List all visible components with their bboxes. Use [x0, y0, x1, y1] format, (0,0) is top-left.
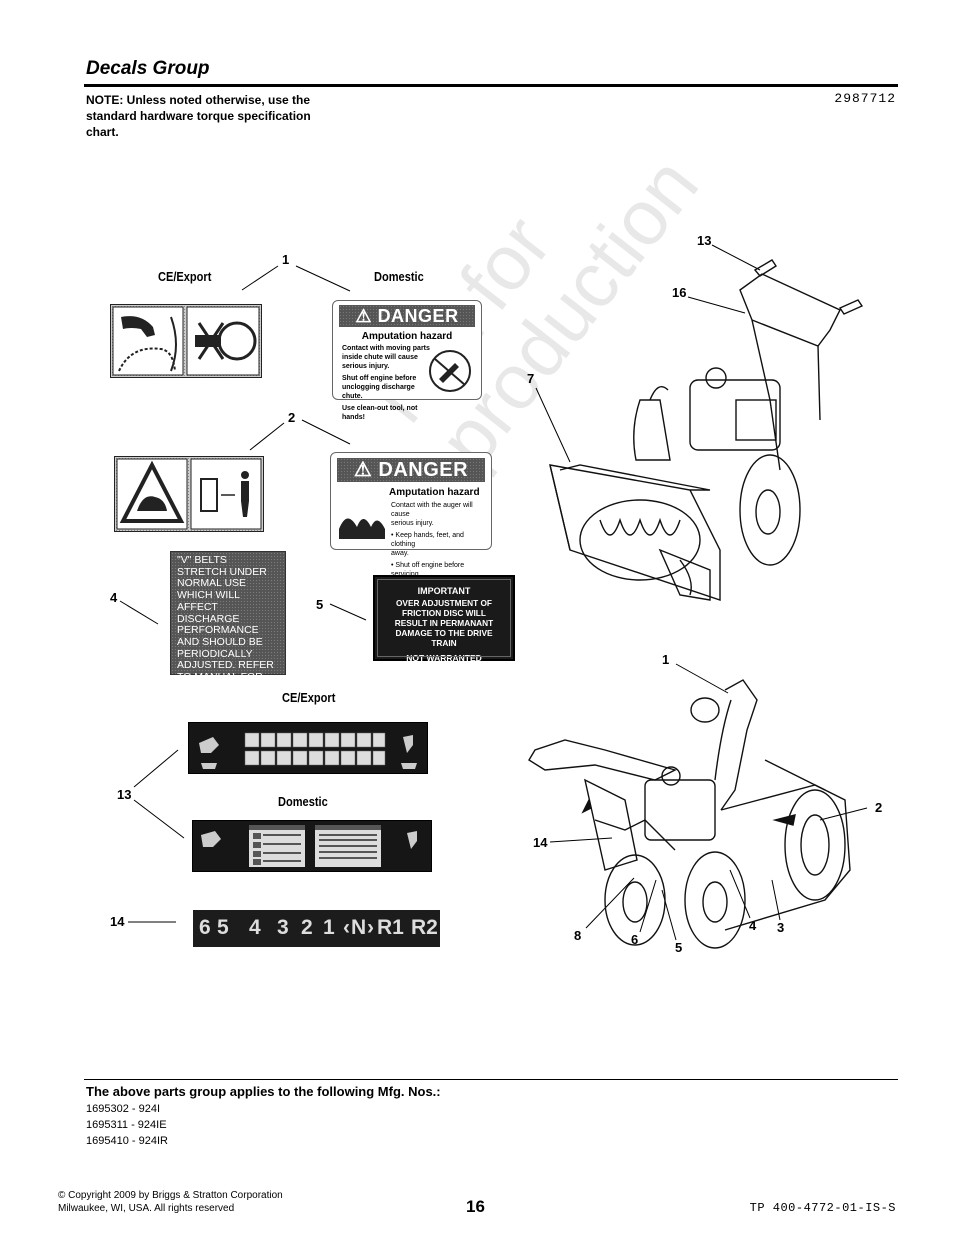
callout-4: 4 — [110, 590, 118, 605]
danger-sub-1: Amputation hazard — [361, 331, 453, 342]
gear-3: 3 — [277, 916, 289, 939]
gear-r1: R1 — [377, 916, 404, 939]
mfg-number: 1695302 - 924I — [86, 1103, 161, 1115]
gear-neutral-left-arrow-icon: ‹ — [343, 916, 350, 939]
footer-rule — [84, 1079, 898, 1080]
gear-4: 4 — [249, 916, 261, 939]
page-title: Decals Group — [86, 58, 210, 79]
decal-1-domestic-danger: ⚠ DANGER Amputation hazard Contact with … — [332, 300, 482, 421]
gear-neutral: N — [351, 916, 367, 939]
danger2-line-5: • Shut off engine before servicing. — [391, 562, 465, 578]
danger1-line-3: serious injury. — [342, 363, 390, 370]
decal-13-domestic-control-panel — [192, 820, 432, 872]
callout-6: 6 — [631, 932, 639, 947]
control-panel-warnings-icon — [201, 825, 417, 867]
danger1-line-6: Use clean-out tool, not hands! — [342, 405, 418, 421]
decal-5-important: IMPORTANT OVER ADJUSTMENT OF FRICTION DI… — [373, 575, 515, 663]
callout-8: 8 — [574, 928, 582, 943]
copyright-line-2: Milwaukee, WI, USA. All rights reserved — [58, 1203, 235, 1214]
applies-heading: The above parts group applies to the fol… — [86, 1084, 441, 1099]
gear-5: 5 — [217, 916, 229, 939]
danger-body-2: Contact with the auger will cause seriou… — [391, 501, 489, 579]
control-panel-pictograms-icon — [199, 732, 417, 769]
torque-note: NOTE: Unless noted otherwise, use the st… — [86, 93, 311, 139]
danger-heading-text-2: DANGER — [378, 459, 469, 481]
gear-r2: R2 — [411, 916, 438, 939]
danger-heading-1: ⚠ DANGER — [339, 305, 475, 327]
danger2-line-3: • Keep hands, feet, and clothing — [391, 532, 464, 548]
callout-1-machine: 1 — [662, 652, 670, 667]
decal-2-ce-pictogram — [114, 456, 264, 532]
callout-16: 16 — [672, 285, 687, 300]
callout-4-machine: 4 — [749, 918, 757, 933]
callout-5-machine: 5 — [675, 940, 683, 955]
callout-1: 1 — [282, 252, 290, 267]
auger-warning-pictogram-icon — [116, 458, 262, 530]
callout-13-machine: 13 — [697, 233, 712, 248]
decal-2-domestic-danger: ⚠ DANGER Amputation hazard Contact with … — [330, 452, 492, 578]
auger-blades-icon — [339, 518, 385, 539]
decal-14-gear-selector: 6 5 4 3 2 1 ‹ N › R1 R2 — [193, 910, 440, 947]
danger1-line-4: Shut off engine before — [342, 375, 417, 382]
warning-triangle-icon: ⚠ — [353, 459, 373, 481]
callout-2-machine: 2 — [875, 800, 883, 815]
decal-1-ce-pictogram — [110, 304, 262, 378]
gear-1: 1 — [323, 916, 335, 939]
decal-4-vbelt: "V" BELTS STRETCH UNDER NORMAL USE WHICH… — [170, 551, 286, 695]
danger2-line-4: away. — [391, 550, 409, 557]
mfg-number: 1695311 - 924IE — [86, 1119, 167, 1131]
callout-13: 13 — [117, 787, 132, 802]
callout-3: 3 — [777, 920, 785, 935]
header-rule — [84, 84, 898, 87]
callout-7: 7 — [527, 371, 535, 386]
danger1-line-1: Contact with moving parts — [342, 345, 430, 352]
label-domestic-top: Domestic — [374, 269, 424, 284]
mfg-number: 1695410 - 924IR — [86, 1135, 168, 1147]
danger2-line-2: serious injury. — [391, 520, 434, 527]
clean-out-tool-icon — [429, 350, 471, 392]
danger1-line-5: unclogging discharge chute. — [342, 384, 415, 400]
drawing-number: 2987712 — [834, 91, 896, 106]
label-ce-export-top: CE/Export — [158, 269, 212, 284]
copyright: © Copyright 2009 by Briggs & Stratton Co… — [58, 1189, 283, 1215]
callout-14: 14 — [110, 914, 125, 929]
chute-hand-pictogram-icon — [112, 306, 260, 376]
copyright-line-1: © Copyright 2009 by Briggs & Stratton Co… — [58, 1190, 283, 1201]
danger2-line-1: Contact with the auger will cause — [391, 502, 473, 518]
callout-2: 2 — [288, 410, 296, 425]
gear-6: 6 — [199, 916, 211, 939]
warning-triangle-icon: ⚠ — [355, 306, 373, 326]
gear-2: 2 — [301, 916, 313, 939]
snowthrower-rear-illustration — [528, 679, 851, 949]
snowthrower-front-illustration — [549, 259, 864, 601]
danger1-line-2: inside chute will cause — [342, 354, 418, 361]
danger-sub-2: Amputation hazard — [389, 487, 480, 498]
callout-5: 5 — [316, 597, 324, 612]
decal-13-ce-control-panel — [188, 722, 428, 774]
tp-number: TP 400-4772-01-IS-S — [749, 1201, 896, 1215]
page-number: 16 — [466, 1197, 485, 1216]
danger-body-1: Contact with moving parts inside chute w… — [342, 344, 432, 422]
danger-heading-text-1: DANGER — [377, 306, 459, 326]
important-body: OVER ADJUSTMENT OF FRICTION DISC WILL RE… — [394, 598, 494, 648]
danger-heading-2: ⚠ DANGER — [337, 458, 485, 482]
callout-14-machine: 14 — [533, 835, 548, 850]
label-ce-export-lower: CE/Export — [282, 690, 336, 705]
important-heading: IMPORTANT — [417, 586, 471, 596]
label-domestic-lower: Domestic — [278, 794, 328, 809]
important-footer: NOT WARRANTED — [406, 653, 482, 663]
gear-neutral-right-arrow-icon: › — [367, 916, 374, 939]
